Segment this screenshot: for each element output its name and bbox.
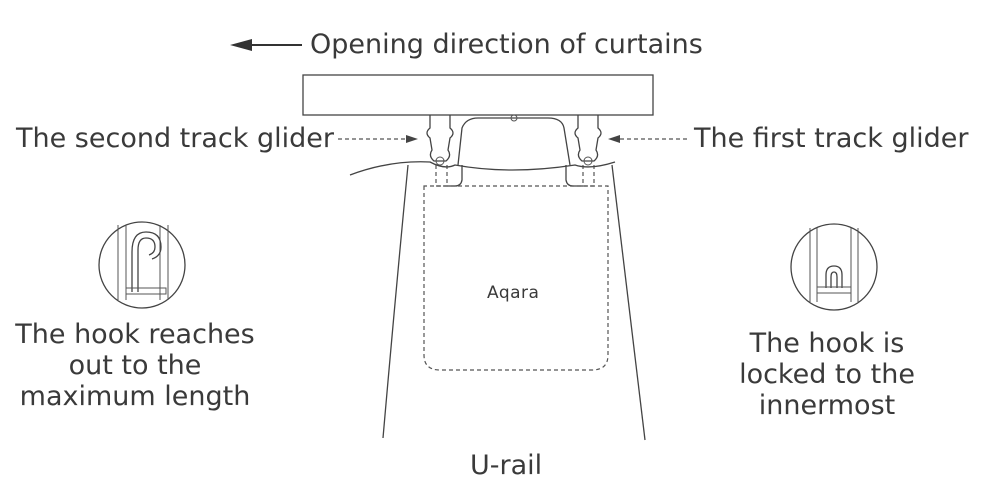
curtain-left-edge — [382, 164, 409, 439]
hook-locked-caption: The hook is locked to the innermost — [722, 330, 932, 419]
second-track-glider — [426, 115, 454, 187]
hook-locked-line2: locked to the — [739, 359, 915, 390]
hook-max-caption: The hook reaches out to the maximum leng… — [10, 321, 260, 410]
hook-locked-detail — [790, 223, 878, 311]
hook-max-line1: The hook reaches — [15, 319, 255, 350]
first-glider-label: The first track glider — [694, 123, 969, 154]
first-track-glider — [574, 115, 602, 187]
curtain-fabric — [349, 161, 616, 176]
hook-max-line2: out to the — [68, 350, 202, 381]
opening-direction-arrow — [230, 39, 302, 51]
motor-top — [457, 117, 571, 166]
motor-body — [423, 185, 609, 371]
u-rail-label: U-rail — [470, 450, 543, 481]
second-glider-label: The second track glider — [16, 123, 334, 154]
hook-extended-detail — [98, 221, 186, 309]
brand-logo: Aqara — [487, 283, 540, 303]
hook-locked-line1: The hook is — [749, 328, 905, 359]
opening-direction-label: Opening direction of curtains — [310, 29, 703, 60]
curtain-track — [302, 74, 654, 116]
hook-max-line3: maximum length — [19, 381, 251, 412]
hook-locked-line3: innermost — [758, 390, 896, 421]
curtain-right-edge — [611, 164, 646, 441]
glider-pointers — [338, 135, 688, 143]
